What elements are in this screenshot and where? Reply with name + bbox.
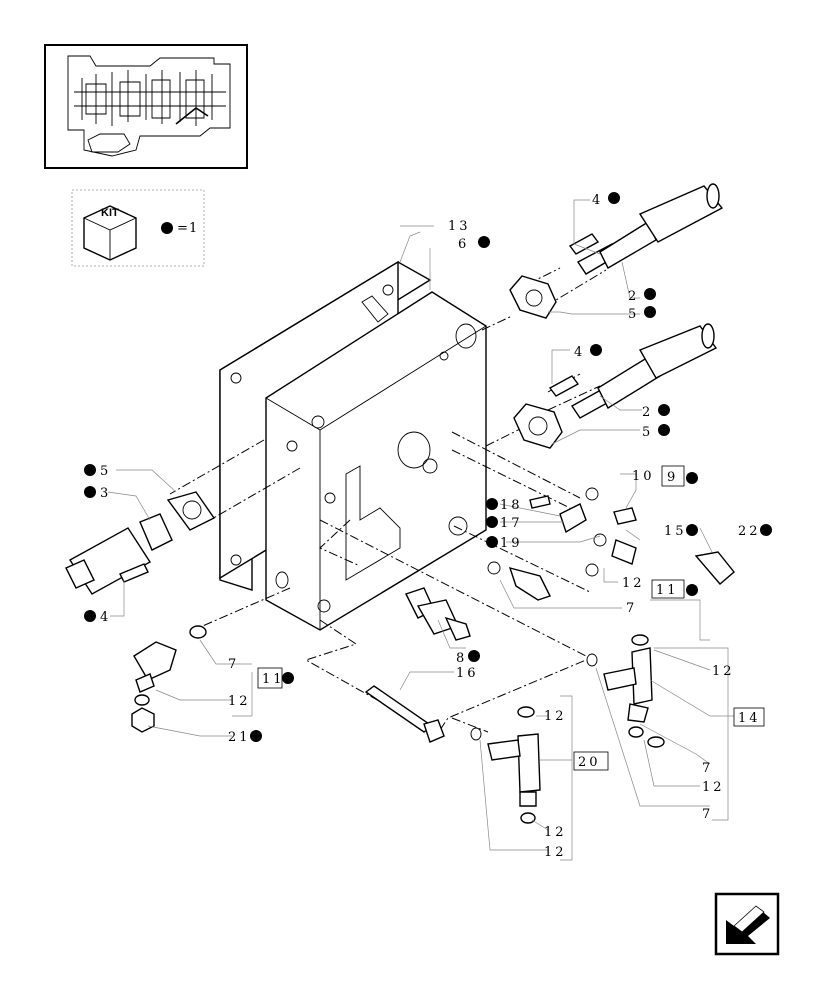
callout-10: 10 <box>632 469 655 484</box>
upper-shaft-assembly <box>509 183 724 319</box>
kit-label: KIT <box>101 207 119 219</box>
callout-7-left: 7 <box>228 657 239 672</box>
callout-18: 18 <box>500 498 523 513</box>
callout-13: 13 <box>448 219 471 234</box>
left-fittings <box>65 491 216 733</box>
callout-12-left: 12 <box>228 694 251 709</box>
callout-12-tee-top: 12 <box>712 664 735 679</box>
callout-5-top: 5 <box>628 307 639 322</box>
callout-7-tee: 7 <box>702 761 713 776</box>
kit-value: 1 <box>189 221 200 236</box>
callout-6: 6 <box>458 237 469 252</box>
callout-11-right: 11 <box>656 583 679 598</box>
callout-15: 15 <box>664 524 687 539</box>
transmission-overview-icon[interactable] <box>44 44 248 169</box>
callout-2-mid: 2 <box>642 405 653 420</box>
assembly-lines <box>169 267 607 733</box>
sensor-and-bolt <box>364 587 471 743</box>
callout-12-tee2-bottom: 12 <box>544 825 567 840</box>
next-page-arrow-icon[interactable] <box>714 892 780 956</box>
callout-19: 19 <box>500 536 523 551</box>
leader-lines <box>107 199 734 861</box>
callout-7-right: 7 <box>626 601 637 616</box>
callout-2-top: 2 <box>628 289 639 304</box>
callout-14: 14 <box>738 711 761 726</box>
callout-12-bottom: 12 <box>544 845 567 860</box>
callout-12-tee2-top: 12 <box>544 709 567 724</box>
callout-17: 17 <box>500 516 523 531</box>
tee-fittings <box>470 634 665 824</box>
reference-boxes <box>257 465 765 771</box>
callout-labels: 4 2 5 4 2 5 13 6 5 3 4 10 9 18 17 19 15 … <box>100 193 761 860</box>
callout-20: 20 <box>578 755 601 770</box>
callout-dots <box>84 192 772 742</box>
right-fittings <box>487 487 735 601</box>
kit-cube-icon: KIT <box>83 205 137 261</box>
callout-12-tee-bottom: 12 <box>702 780 725 795</box>
callout-16: 16 <box>456 666 479 681</box>
callout-11-left: 11 <box>262 672 285 687</box>
valve-body <box>265 291 487 631</box>
callout-5-left: 5 <box>100 464 111 479</box>
callout-4-left: 4 <box>100 610 111 625</box>
callout-22: 22 <box>738 524 761 539</box>
callout-4-top: 4 <box>592 193 603 208</box>
callout-3-left: 3 <box>100 486 111 501</box>
callout-4-mid: 4 <box>574 345 585 360</box>
callout-12-right: 12 <box>622 576 645 591</box>
kit-equals: = <box>177 221 191 236</box>
callout-8: 8 <box>456 651 467 666</box>
callout-21: 21 <box>228 730 251 745</box>
middle-shaft-assembly <box>513 323 718 449</box>
callout-9: 9 <box>667 470 678 485</box>
callout-5-mid: 5 <box>642 425 653 440</box>
callout-7-bottom: 7 <box>702 807 713 822</box>
kit-legend: KIT = 1 <box>71 189 205 267</box>
